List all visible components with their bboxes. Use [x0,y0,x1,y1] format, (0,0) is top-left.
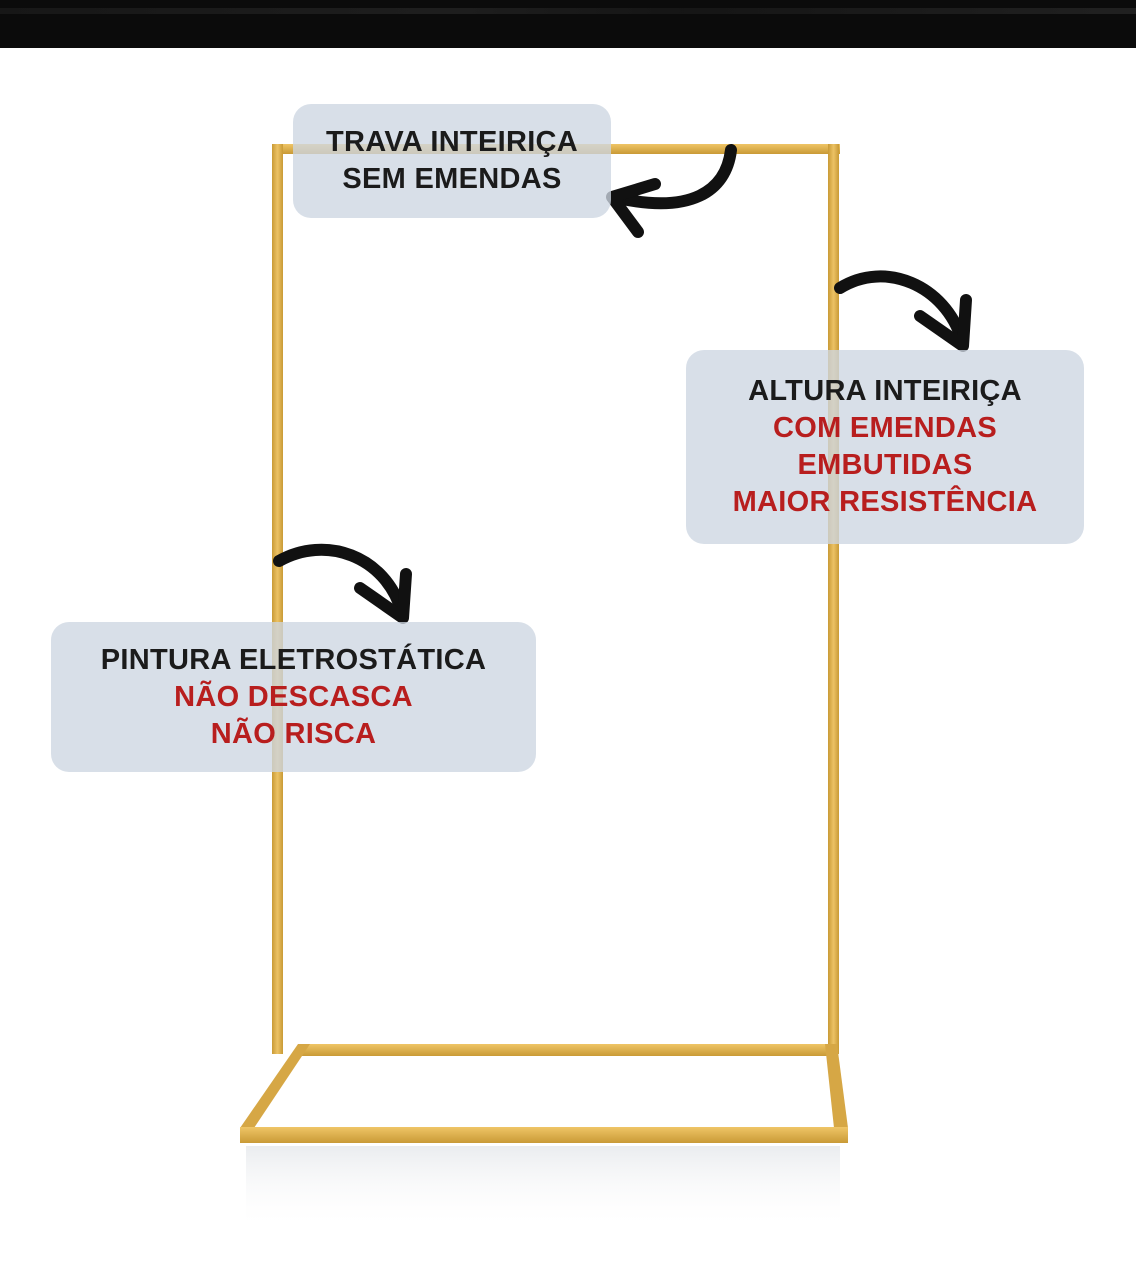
frame-right-post [828,144,839,1054]
floor-reflection [246,1146,840,1230]
callout-altura-line3: EMBUTIDAS [797,449,973,481]
callout-altura-line4: MAIOR RESISTÊNCIA [732,486,1038,518]
curved-arrow-icon [273,543,412,624]
callout-pintura-line1: PINTURA ELETROSTÁTICA [100,643,487,676]
base-left-side [240,1044,310,1128]
curved-arrow-icon [834,270,972,352]
callout-altura: ALTURA INTEIRIÇA COM EMENDAS EMBUTIDAS M… [686,350,1084,544]
callout-pintura-line2: NÃO DESCASCA [174,680,413,713]
callout-altura-line2: COM EMENDAS [772,412,998,444]
callout-trava: TRAVA INTEIRIÇA SEM EMENDAS [293,104,611,218]
base-front-bar [240,1127,848,1143]
base-back-bar [298,1044,831,1056]
curved-arrow-icon [606,144,737,238]
callout-trava-line2: SEM EMENDAS [342,163,562,195]
callout-trava-line1: TRAVA INTEIRIÇA [325,126,579,158]
top-bar-strip [0,8,1136,14]
callout-pintura: PINTURA ELETROSTÁTICA NÃO DESCASCA NÃO R… [51,622,536,772]
frame-left-post [272,144,283,1054]
callout-altura-line1: ALTURA INTEIRIÇA [748,375,1022,407]
callout-pintura-line3: NÃO RISCA [210,717,377,750]
base-right-side [825,1044,848,1128]
top-bar [0,0,1136,48]
